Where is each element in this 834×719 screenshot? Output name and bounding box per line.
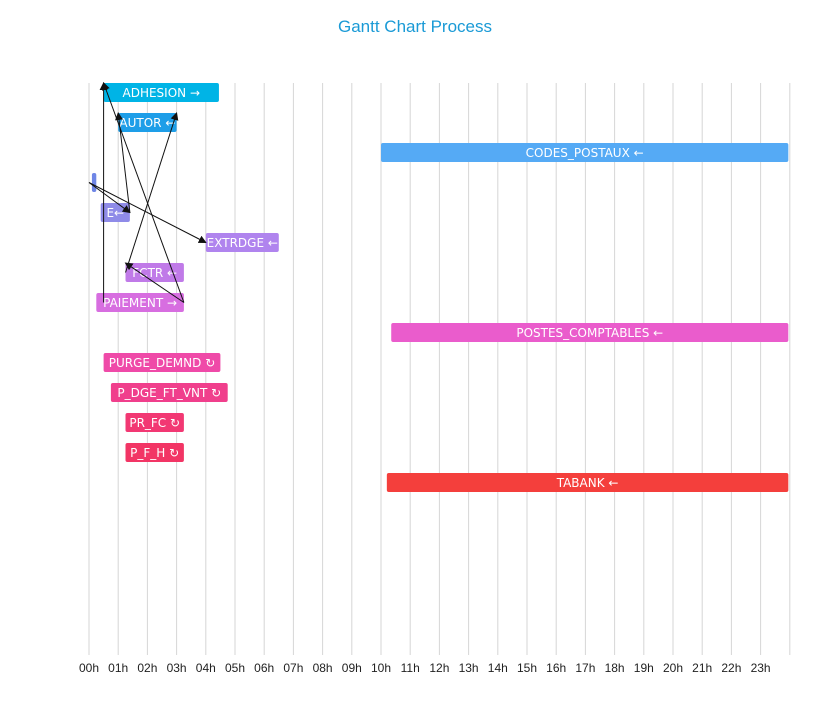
x-tick-label: 18h [605, 661, 625, 675]
chart-title: Gantt Chart Process [338, 17, 492, 36]
x-tick-label: 08h [313, 661, 333, 675]
x-tick-label: 21h [692, 661, 712, 675]
dependency-arrow [102, 82, 185, 303]
task-bar-label: ADHESION → [123, 86, 201, 100]
task-bar-label: P_F_H ↻ [130, 446, 179, 460]
task-bar-label: TABANK ← [556, 476, 619, 490]
x-tick-label: 01h [108, 661, 128, 675]
task-bar-rect[interactable] [91, 173, 97, 192]
x-tick-label: 13h [459, 661, 479, 675]
task-bar-rect[interactable] [205, 233, 279, 252]
task-bar-label: P_DGE_FT_VNT ↻ [117, 386, 221, 400]
task-bar-label: POSTES_COMPTABLES ← [516, 326, 663, 340]
task-bar[interactable]: ADHESION → [103, 83, 219, 102]
task-bar[interactable]: PAIEMENT → [96, 293, 184, 312]
x-tick-label: 11h [401, 661, 420, 675]
dependency-arrow [88, 182, 207, 243]
task-bar-label: PAIEMENT → [103, 296, 177, 310]
x-tick-label: 20h [663, 661, 683, 675]
task-bar-rect[interactable] [96, 293, 184, 312]
x-tick-label: 03h [167, 661, 187, 675]
x-tick-label: 05h [225, 661, 245, 675]
task-bar[interactable]: FCTR ← [125, 263, 184, 282]
task-bar-rect[interactable] [103, 353, 221, 372]
x-axis-ticks: 00h 01h 02h 03h 04h 05h 06h 07h 08h 09h 10h 11h 12h 1… [79, 661, 771, 675]
x-tick-label: 06h [254, 661, 274, 675]
x-tick-label: 17h [575, 661, 595, 675]
x-tick-label: 19h [634, 661, 654, 675]
x-tick-label: 16h [546, 661, 566, 675]
task-bar[interactable]: EXTRDGE ← [205, 233, 279, 252]
task-bar-rect[interactable] [125, 413, 184, 432]
task-bar-rect[interactable] [110, 383, 228, 402]
grid-lines [88, 83, 791, 655]
task-bar-rect[interactable] [125, 263, 184, 282]
task-bar[interactable]: AUTOR ← [118, 113, 177, 132]
x-tick-label: 14h [488, 661, 508, 675]
task-bar[interactable]: P_F_H ↻ [125, 443, 184, 462]
task-bar-rect[interactable] [391, 323, 789, 342]
task-bar-rect[interactable] [386, 473, 789, 492]
task-bar[interactable]: PR_FC ↻ [125, 413, 184, 432]
task-bar[interactable]: TABANK ← [386, 473, 789, 492]
task-bar[interactable]: E← [100, 203, 130, 222]
task-bar-rect[interactable] [381, 143, 789, 162]
task-bar[interactable]: POSTES_COMPTABLES ← [391, 323, 789, 342]
task-bar-label: CODES_POSTAUX ← [526, 146, 644, 160]
task-bar-label: EXTRDGE ← [207, 236, 278, 250]
dependency-arrows [88, 82, 207, 303]
task-bar-label: FCTR ← [132, 266, 177, 280]
task-bar-label: E← [106, 206, 124, 220]
task-bar-rect[interactable] [103, 83, 219, 102]
x-tick-label: 22h [721, 661, 741, 675]
x-tick-label: 00h [79, 661, 99, 675]
task-bar[interactable]: PURGE_DEMND ↻ [103, 353, 221, 372]
x-tick-label: 23h [751, 661, 771, 675]
task-bar-rect[interactable] [118, 113, 177, 132]
x-tick-label: 02h [137, 661, 157, 675]
task-bar-label: PR_FC ↻ [129, 416, 180, 430]
task-bar-label: PURGE_DEMND ↻ [109, 356, 216, 370]
task-bars: ADHESION → AUTOR ← CODES_POSTAUX ← E← EXTRDG… [91, 83, 789, 492]
task-bar-rect[interactable] [125, 443, 184, 462]
x-tick-label: 12h [429, 661, 449, 675]
task-bar-label: AUTOR ← [119, 116, 175, 130]
x-tick-label: 09h [342, 661, 362, 675]
x-tick-label: 07h [283, 661, 303, 675]
x-tick-label: 15h [517, 661, 537, 675]
task-bar[interactable]: P_DGE_FT_VNT ↻ [110, 383, 228, 402]
task-bar[interactable] [91, 173, 97, 192]
dependency-arrow [88, 182, 131, 214]
x-tick-label: 10h [371, 661, 391, 675]
x-tick-label: 04h [196, 661, 216, 675]
dependency-arrow [125, 112, 179, 273]
task-bar[interactable]: CODES_POSTAUX ← [381, 143, 789, 162]
dependency-arrow [124, 262, 185, 303]
